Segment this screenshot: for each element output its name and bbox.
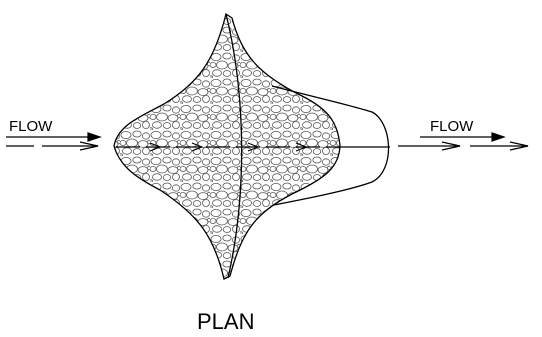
upstream-flow-arrows [6, 132, 102, 151]
downstream-flow-arrows [398, 132, 529, 151]
dam-crest-line [225, 13, 243, 279]
spillway-outline [271, 85, 390, 206]
plan-caption: PLAN [197, 309, 254, 334]
centerline-arrowheads [149, 142, 308, 152]
flow-label-left: FLOW [9, 118, 53, 135]
flow-label-right: FLOW [430, 118, 474, 135]
